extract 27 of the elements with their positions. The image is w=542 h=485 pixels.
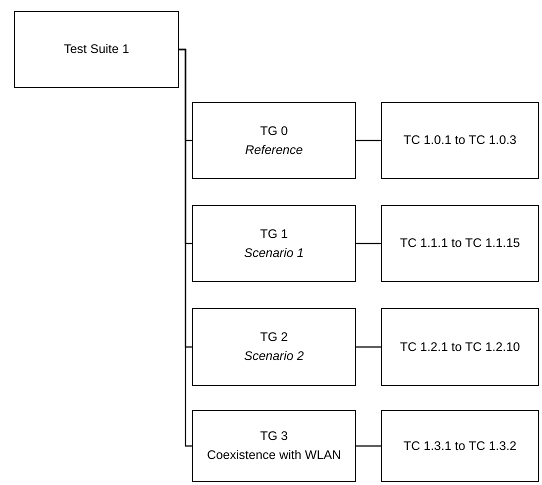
box-title: TC 1.0.1 to TC 1.0.3 [403,132,517,150]
process-box [381,102,539,179]
box-title: TC 1.2.1 to TC 1.2.10 [400,338,520,356]
process-box [192,205,356,282]
process-box [192,308,356,386]
box-title: Test Suite 1 [64,41,130,58]
connector-line [356,140,381,142]
box-title: TG 3 [260,428,288,446]
connector-line [356,242,381,244]
connector-line [356,445,381,447]
process-box [381,308,539,386]
box-title: TG 2 [260,329,288,346]
box-subtitle: Scenario 2 [244,348,304,365]
process-box [192,410,356,482]
connector-line [179,48,192,447]
box-subtitle: Reference [245,142,303,158]
box-subtitle: Scenario 1 [244,244,304,262]
box-title: TG 1 [260,226,288,243]
process-box [381,205,539,282]
connector-line [356,346,381,348]
box-title: TG 0 [260,122,288,140]
box-subtitle: Coexistence with WLAN [206,447,342,464]
process-box [14,11,179,88]
box-title: TC 1.3.1 to TC 1.3.2 [403,438,517,455]
process-box [381,410,539,482]
box-title: TC 1.1.1 to TC 1.1.15 [400,235,520,252]
process-box [192,102,356,179]
